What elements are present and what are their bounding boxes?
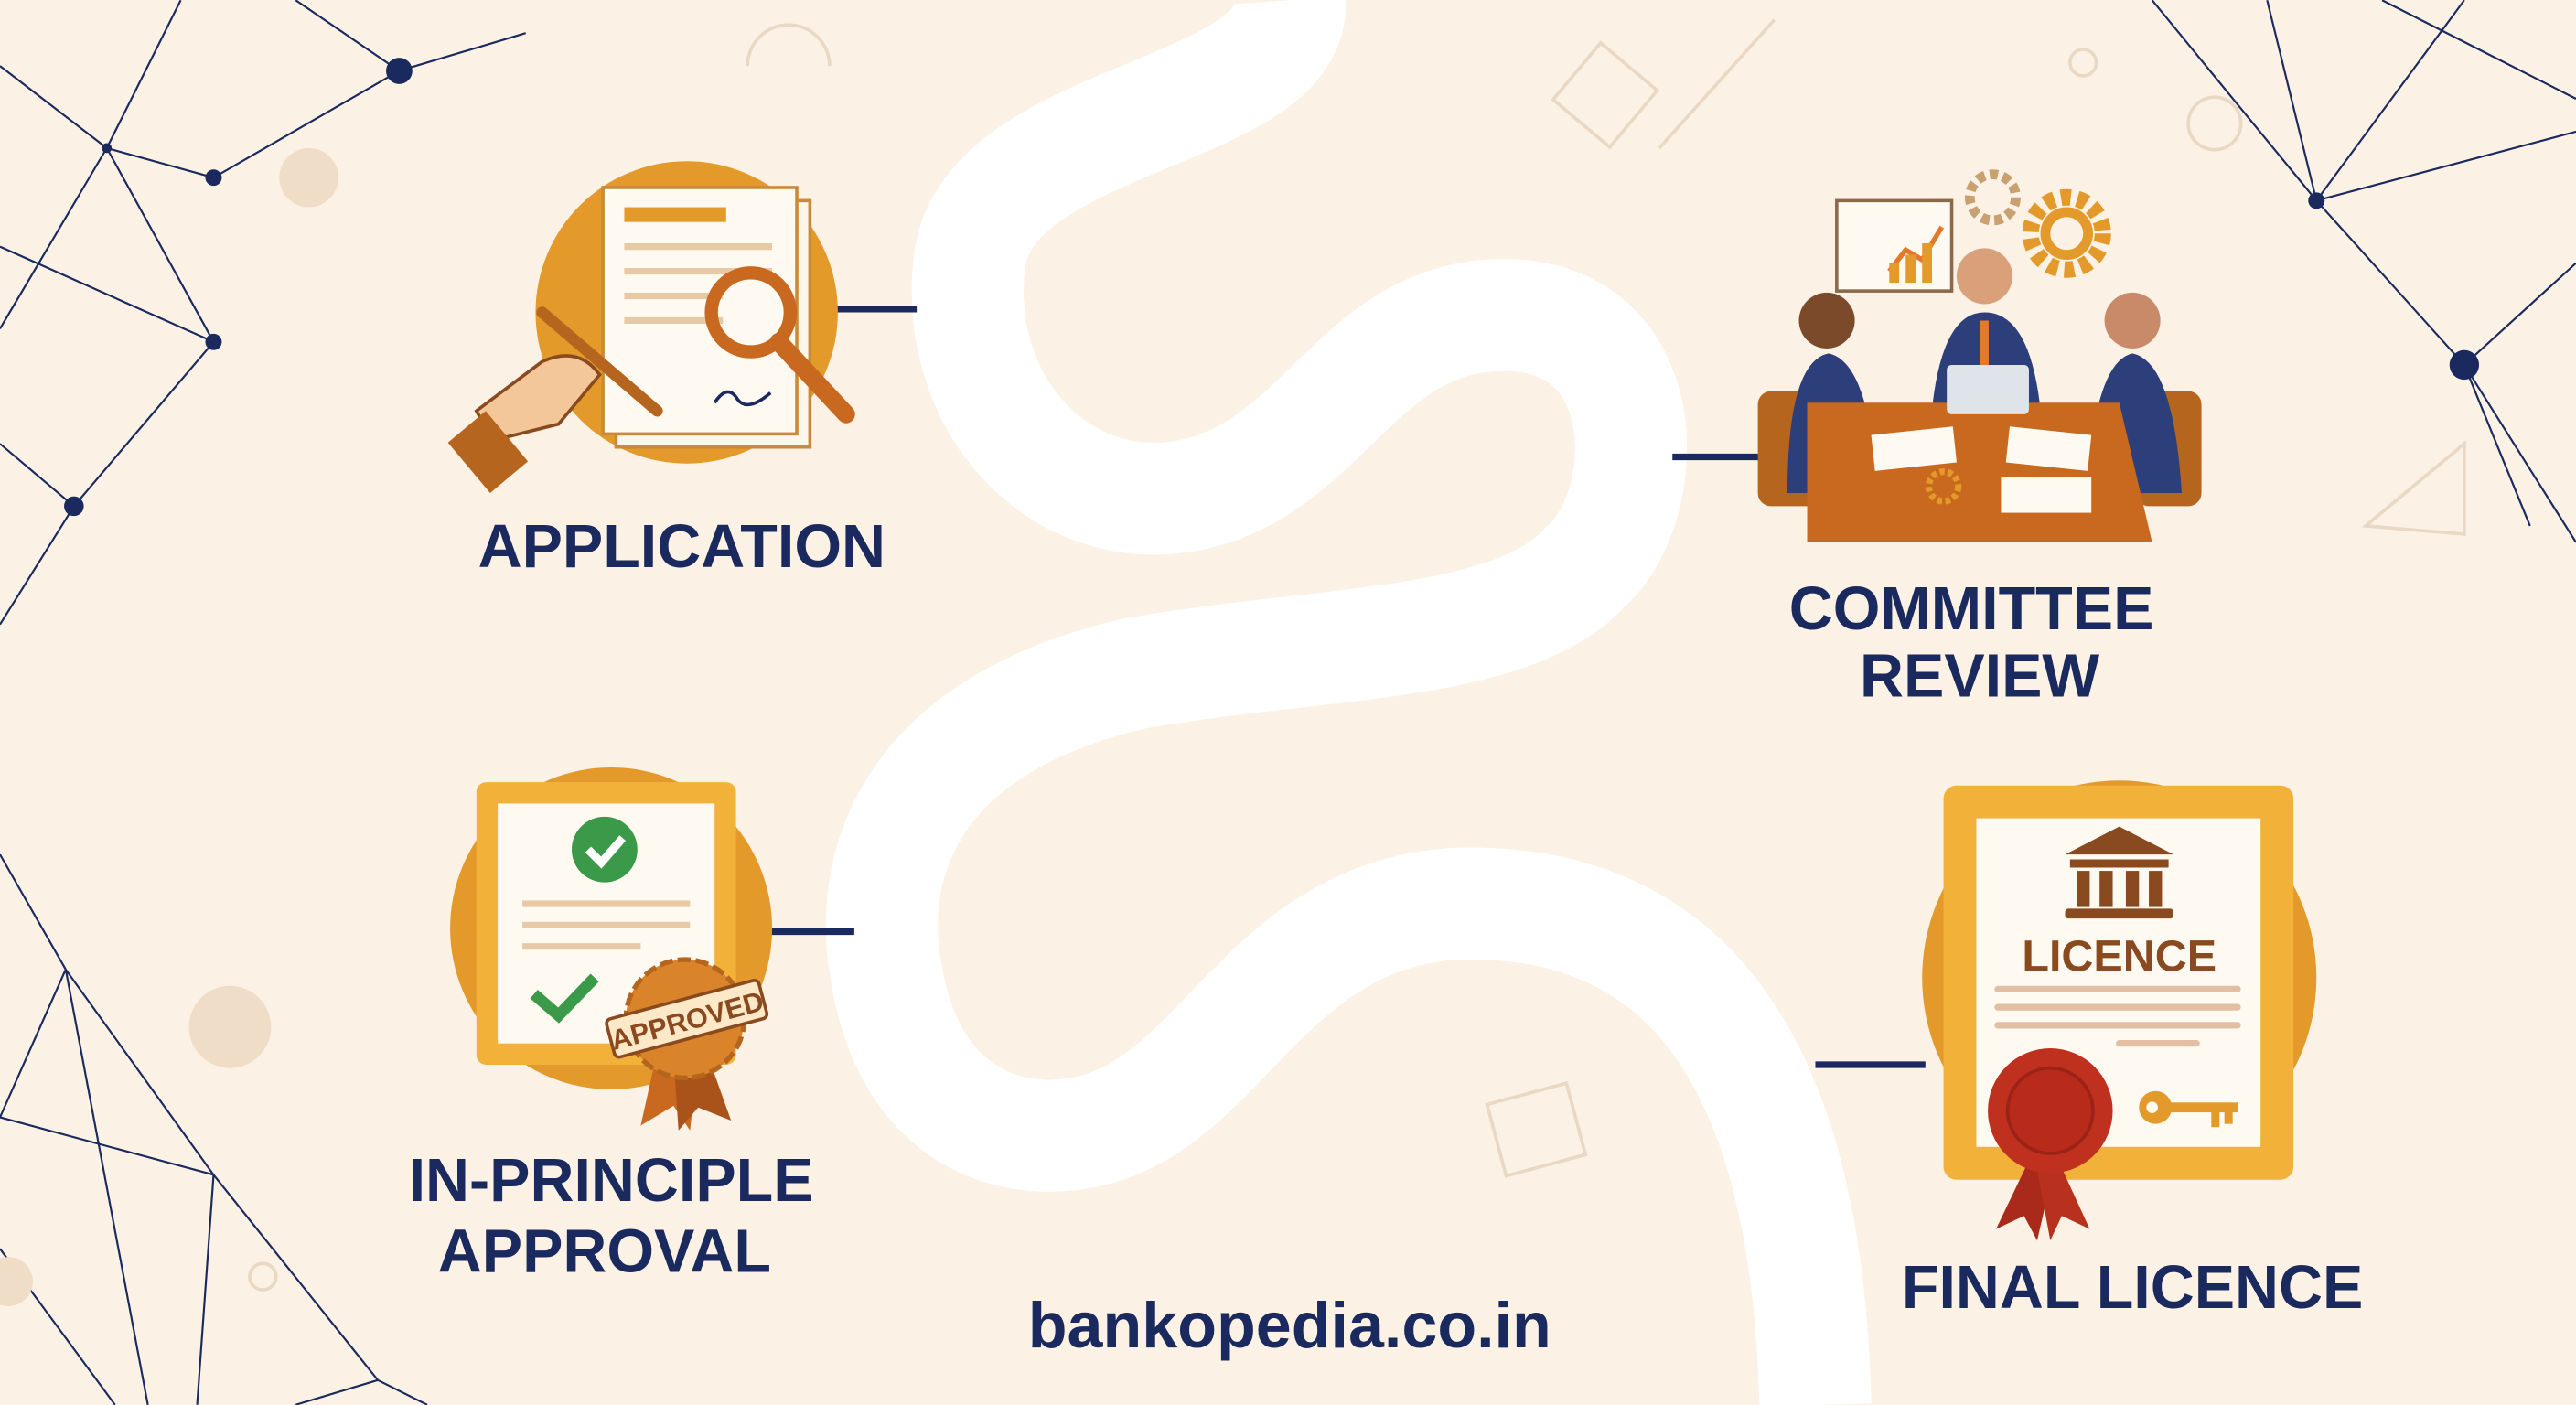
step-label-final-licence: FINAL LICENCE: [1902, 1254, 2363, 1322]
network-decoration-top-left: [0, 0, 527, 626]
step-label-committee-line1: COMMITTEE: [1789, 575, 2154, 643]
website-footer: bankopedia.co.in: [1028, 1290, 1551, 1361]
step-connectors: [768, 306, 1926, 1068]
approved-certificate-icon: APPROVED: [450, 767, 773, 1131]
network-decoration-top-right: [2151, 0, 2576, 543]
licence-certificate-icon: LICENCE: [1922, 780, 2317, 1241]
licence-certificate-title: LICENCE: [2022, 932, 2216, 981]
key-icon: [2139, 1090, 2238, 1128]
faint-filled-decoration: [0, 147, 338, 1306]
step-label-inprinciple-line1: IN-PRINCIPLE: [409, 1147, 814, 1215]
winding-road: [882, 0, 1816, 1405]
bank-building-icon: [2065, 826, 2174, 919]
wax-seal-icon: [1988, 1048, 2113, 1241]
step-label-application: APPLICATION: [478, 513, 886, 581]
step-label-inprinciple-line2: APPROVAL: [438, 1217, 771, 1285]
committee-meeting-icon: [1757, 169, 2202, 542]
faint-shapes-decoration: [248, 18, 2466, 1292]
application-document-icon: [447, 161, 855, 493]
step-label-committee-line2: REVIEW: [1860, 643, 2099, 711]
